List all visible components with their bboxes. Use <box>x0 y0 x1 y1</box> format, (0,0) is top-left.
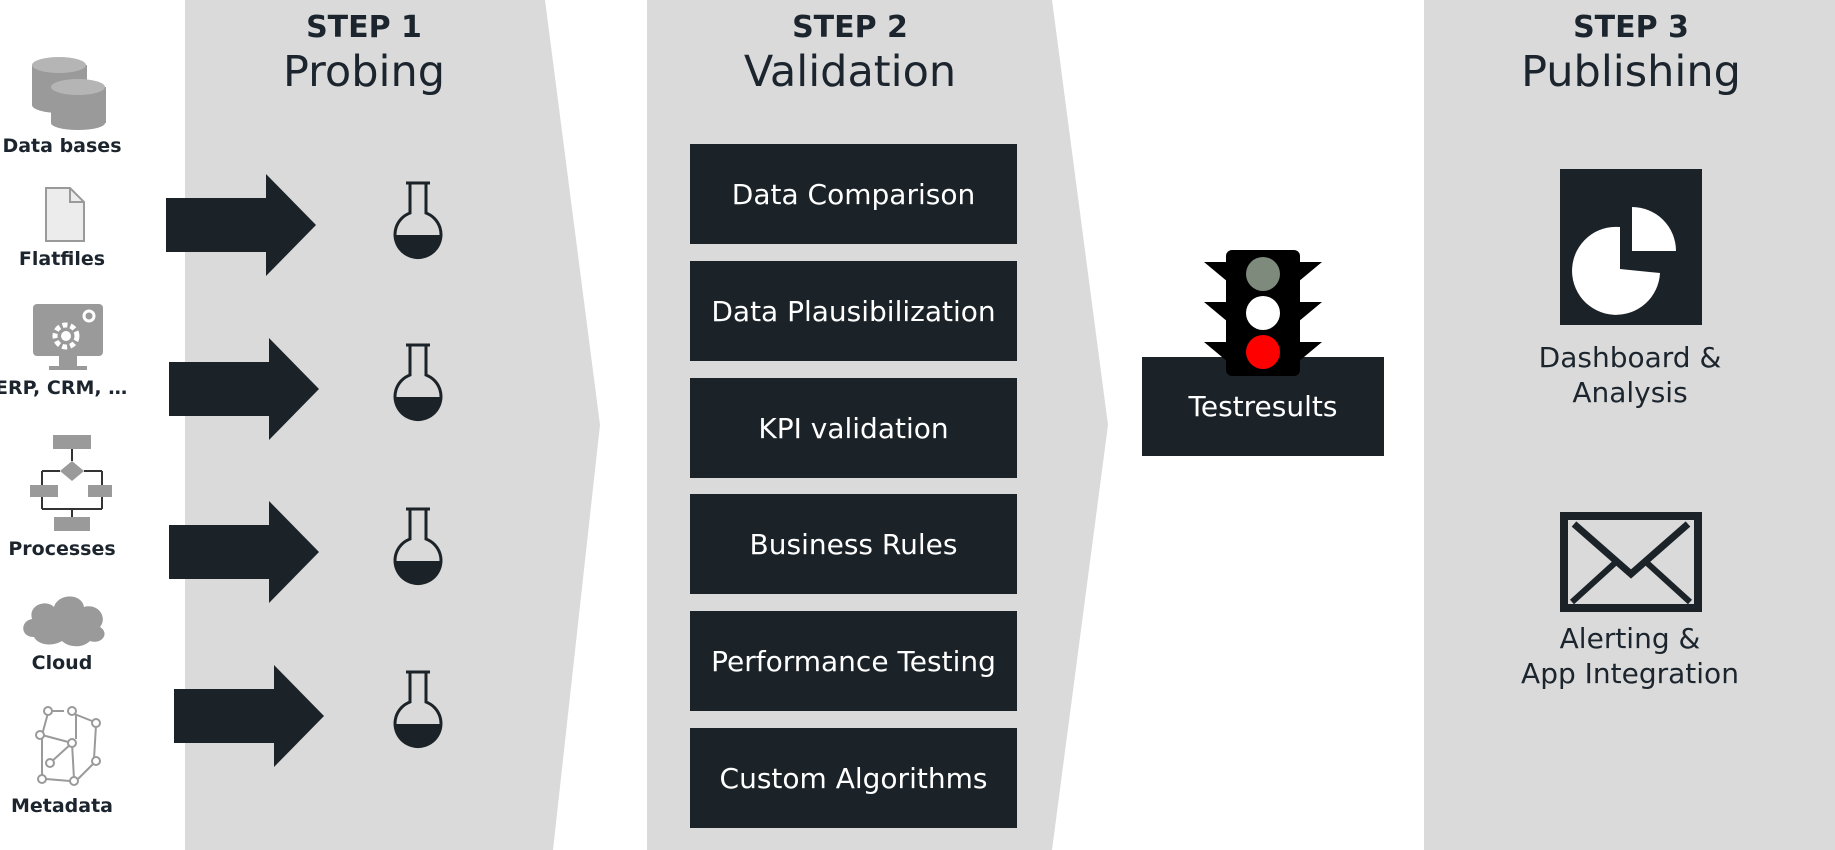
arrow-icon <box>166 174 316 276</box>
monitor-gear-icon <box>33 304 103 370</box>
source-cloud: Cloud <box>0 585 127 674</box>
network-graph-icon <box>35 706 101 786</box>
validation-data-plausibilization: Data Plausibilization <box>690 261 1017 361</box>
source-erp-crm: ERP, CRM, … <box>0 300 128 399</box>
cloud-icon <box>23 596 105 647</box>
database-icon <box>32 57 106 130</box>
validation-kpi: KPI validation <box>690 378 1017 478</box>
step1-title: Probing <box>282 47 445 97</box>
flask-icon <box>393 343 443 421</box>
source-label: Data bases <box>2 135 122 157</box>
output-alerting-line2: App Integration <box>1521 657 1739 690</box>
arrow-icon <box>174 665 324 767</box>
pie-chart-icon <box>1560 169 1702 325</box>
output-alerting-label: Alerting & App Integration <box>1480 621 1780 691</box>
step3-header: STEP 3 Publishing <box>1451 10 1811 98</box>
traffic-light-icon <box>1204 250 1322 376</box>
output-alerting-line1: Alerting & <box>1559 622 1701 655</box>
traffic-light-middle <box>1246 296 1280 330</box>
source-label: Metadata <box>10 795 114 817</box>
step2-title: Validation <box>743 47 957 97</box>
validation-custom-algorithms: Custom Algorithms <box>690 728 1017 828</box>
envelope-icon <box>1560 512 1702 612</box>
output-dashboard-label: Dashboard & Analysis <box>1480 340 1780 410</box>
step3-title: Publishing <box>1521 47 1741 97</box>
output-dashboard-line2: Analysis <box>1572 376 1688 409</box>
source-databases: Data bases <box>0 55 127 157</box>
validation-business-rules: Business Rules <box>690 494 1017 594</box>
step1-number: STEP 1 <box>306 10 422 45</box>
traffic-light-bottom <box>1246 335 1280 369</box>
validation-performance-testing: Performance Testing <box>690 611 1017 711</box>
flask-icon <box>393 670 443 748</box>
file-icon <box>45 187 85 242</box>
source-metadata: Metadata <box>0 705 127 817</box>
step3-panel <box>1424 0 1835 850</box>
source-label: Flatfiles <box>18 248 106 270</box>
source-processes: Processes <box>0 433 127 560</box>
flask-icon <box>393 181 443 259</box>
arrow-icon <box>169 501 319 603</box>
validation-data-comparison: Data Comparison <box>690 144 1017 244</box>
traffic-light-top <box>1246 257 1280 291</box>
flowchart-icon <box>30 435 116 531</box>
source-flatfiles: Flatfiles <box>0 185 127 270</box>
source-label: Cloud <box>31 652 93 674</box>
step2-number: STEP 2 <box>792 10 908 45</box>
step1-header: STEP 1 Probing <box>184 10 544 98</box>
source-label: ERP, CRM, … <box>0 377 128 399</box>
step2-header: STEP 2 Validation <box>670 10 1030 98</box>
flask-icon <box>393 507 443 585</box>
source-label: Processes <box>8 538 116 560</box>
output-dashboard-line1: Dashboard & <box>1538 341 1722 374</box>
arrow-icon <box>169 338 319 440</box>
step3-number: STEP 3 <box>1573 10 1689 45</box>
